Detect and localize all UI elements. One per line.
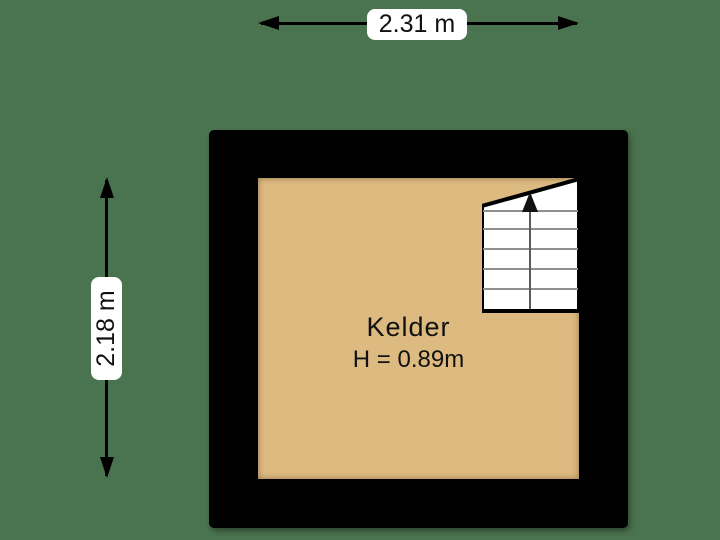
arrow-left-icon [258, 16, 279, 30]
stairs-direction-arrow-icon [522, 192, 538, 212]
arrow-up-icon [100, 177, 114, 198]
room-name: Kelder [366, 312, 451, 342]
room-ceiling-height: H = 0.89m [352, 346, 465, 373]
arrow-right-icon [558, 16, 579, 30]
arrow-down-icon [100, 457, 114, 478]
outer-wall: Kelder H = 0.89m [209, 130, 628, 528]
staircase [482, 178, 579, 313]
room-floor: Kelder H = 0.89m [258, 178, 579, 479]
room-label: Kelder H = 0.89m [258, 311, 559, 375]
dimension-height-label: 2.18 m [91, 277, 122, 380]
dimension-width-label: 2.31 m [367, 9, 467, 40]
